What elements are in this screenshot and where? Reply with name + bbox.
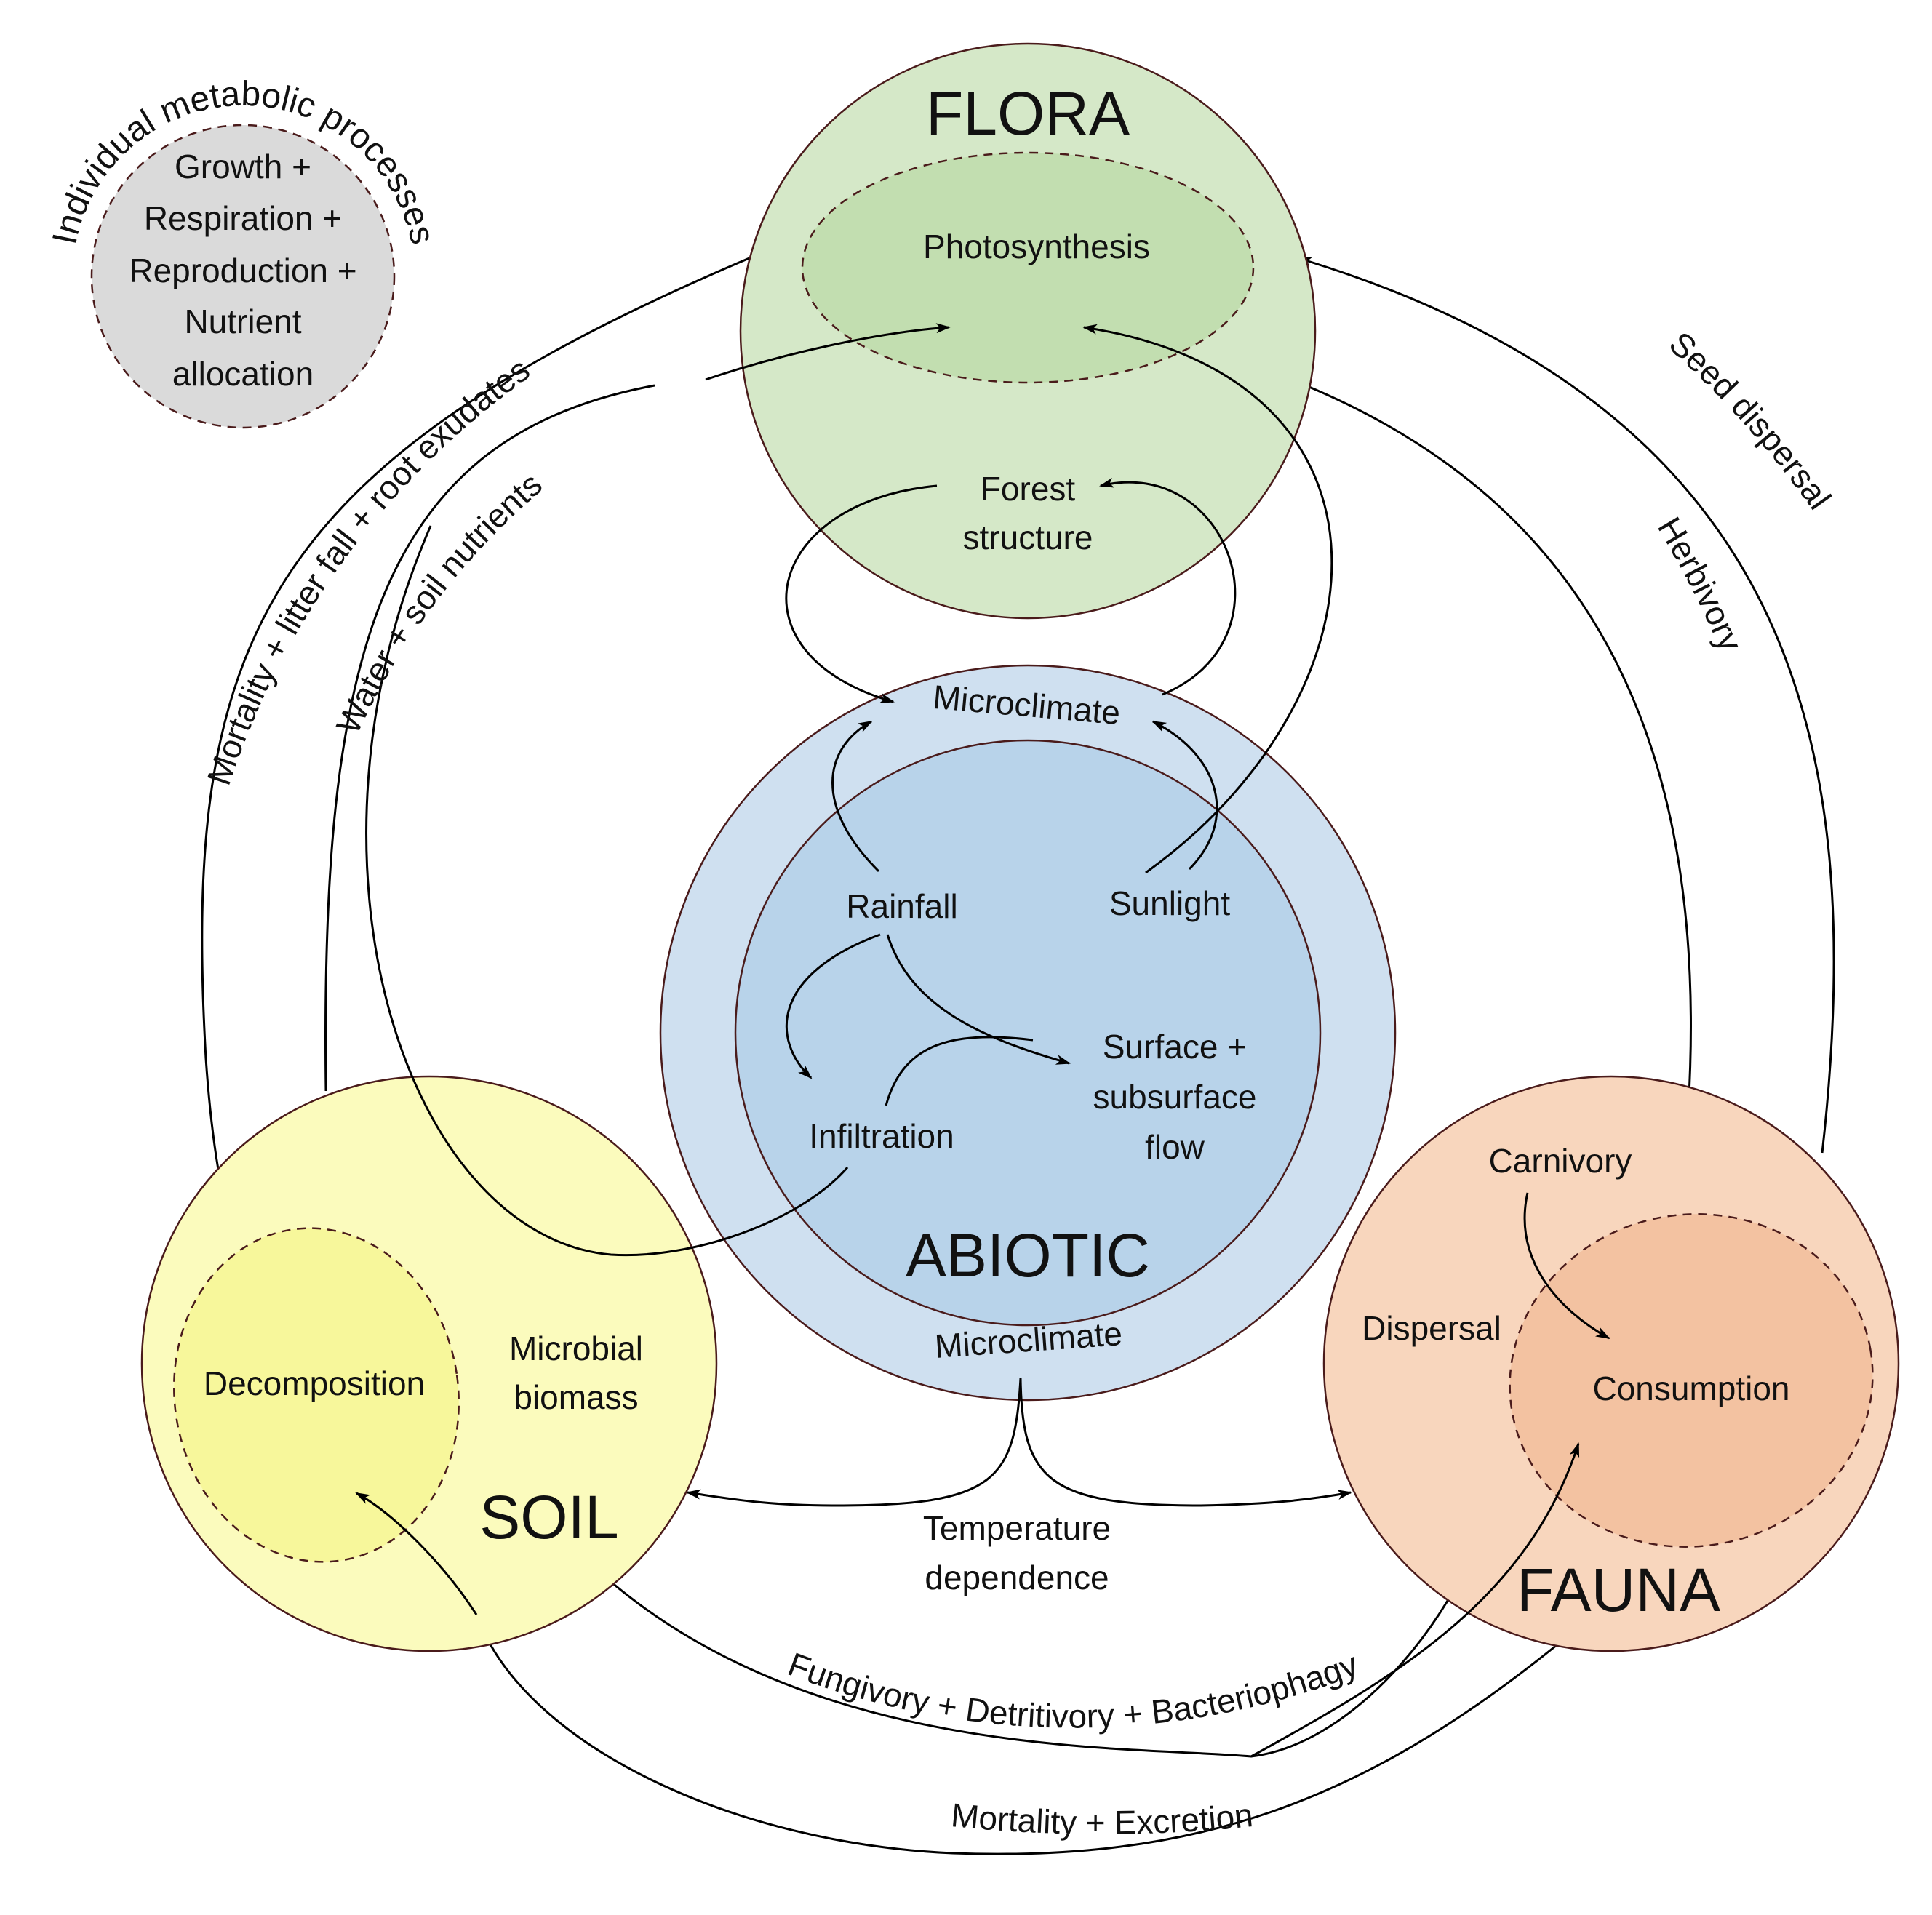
- sunlight-to-photosynthesis-arrow: [1082, 324, 1333, 874]
- mortality-excretion-curve: [475, 1614, 1557, 1855]
- flow-line-2: subsurface: [1093, 1078, 1256, 1116]
- fungivory-label: Fungivory + Detritivory + Bacteriophagy: [783, 1645, 1363, 1735]
- metabolic-line-3: Reproduction +: [129, 252, 356, 289]
- microbial-line-1: Microbial: [509, 1330, 643, 1367]
- sunlight-to-microclimate-arrow: [1151, 720, 1218, 871]
- flora-compartment: FLORA Photosynthesis Forest structure: [739, 42, 1317, 620]
- fauna-inner-ellipse: [1509, 1213, 1874, 1548]
- seed-dispersal-arrow: [1297, 257, 1835, 1154]
- metabolic-line-2: Respiration +: [144, 199, 342, 237]
- temperature-line-2: dependence: [925, 1559, 1109, 1596]
- temperature-line-1: Temperature: [923, 1509, 1111, 1547]
- carnivory-to-consumption-arrow: [1523, 1192, 1610, 1340]
- herbivory-label: Herbivory: [1650, 511, 1750, 657]
- forest-structure-line-2: structure: [963, 519, 1093, 556]
- soil-title: SOIL: [479, 1483, 618, 1551]
- foreground-arrows: [355, 324, 1610, 1758]
- flow-line-1: Surface +: [1103, 1028, 1247, 1066]
- fauna-title: FAUNA: [1517, 1556, 1720, 1624]
- fauna-compartment: FAUNA Consumption Carnivory Dispersal: [1322, 1075, 1900, 1652]
- sunlight-label: Sunlight: [1109, 884, 1230, 922]
- rainfall-to-microclimate-arrow: [831, 720, 880, 873]
- dispersal-label: Dispersal: [1362, 1309, 1501, 1347]
- structure-to-microclimate-arrow: [785, 484, 938, 703]
- flora-inner-ellipse: [801, 151, 1255, 384]
- carnivory-label: Carnivory: [1489, 1142, 1632, 1180]
- metabolic-line-4: Nutrient: [184, 303, 301, 340]
- metabolic-line-1: Growth +: [175, 148, 311, 185]
- rainfall-label: Rainfall: [846, 887, 957, 925]
- abiotic-compartment: ABIOTIC Microclimate Microclimate Rainfa…: [659, 664, 1397, 1402]
- forest-structure-line-1: Forest: [981, 470, 1076, 508]
- microbial-line-2: biomass: [514, 1378, 638, 1416]
- infiltration-label: Infiltration: [809, 1117, 954, 1155]
- water-nutrients-arrow: [365, 327, 949, 1257]
- seed-dispersal-label: Seed dispersal: [1662, 324, 1839, 516]
- microclimate-to-structure-arrow: [1099, 477, 1237, 696]
- consumption-label: Consumption: [1592, 1370, 1789, 1407]
- mortality-excretion-arrow: [355, 1492, 478, 1615]
- fungivory-arrow: [1250, 1442, 1580, 1758]
- rainfall-to-flow-arrow: [886, 934, 1071, 1065]
- flow-line-3: flow: [1145, 1128, 1205, 1166]
- rainfall-to-infiltration-arrow: [785, 933, 881, 1079]
- temperature-to-soil-arrow: [686, 1378, 1022, 1507]
- water-nutrients-label: Water + soil nutrients: [329, 465, 549, 740]
- temperature-to-fauna-arrow: [1019, 1378, 1352, 1507]
- soil-compartment: SOIL Decomposition Microbial biomass: [140, 1075, 718, 1652]
- fungivory-curve: [610, 1541, 1478, 1758]
- photosynthesis-label: Photosynthesis: [923, 228, 1150, 265]
- soil-inner-ellipse: [173, 1227, 460, 1563]
- flora-title: FLORA: [926, 79, 1130, 148]
- decomposition-label: Decomposition: [204, 1364, 425, 1402]
- infiltration-to-flow-arrow: [885, 1036, 1034, 1106]
- metabolic-line-5: allocation: [172, 355, 314, 393]
- abiotic-inner-circle: [734, 739, 1322, 1327]
- abiotic-title: ABIOTIC: [906, 1221, 1150, 1290]
- mortality-excretion-label: Mortality + Excretion: [949, 1796, 1254, 1842]
- metabolic-bubble: Individual metabolic processes Growth + …: [46, 75, 442, 429]
- metabolic-circle: [90, 124, 396, 429]
- water-nutrients-curve: [324, 384, 655, 1092]
